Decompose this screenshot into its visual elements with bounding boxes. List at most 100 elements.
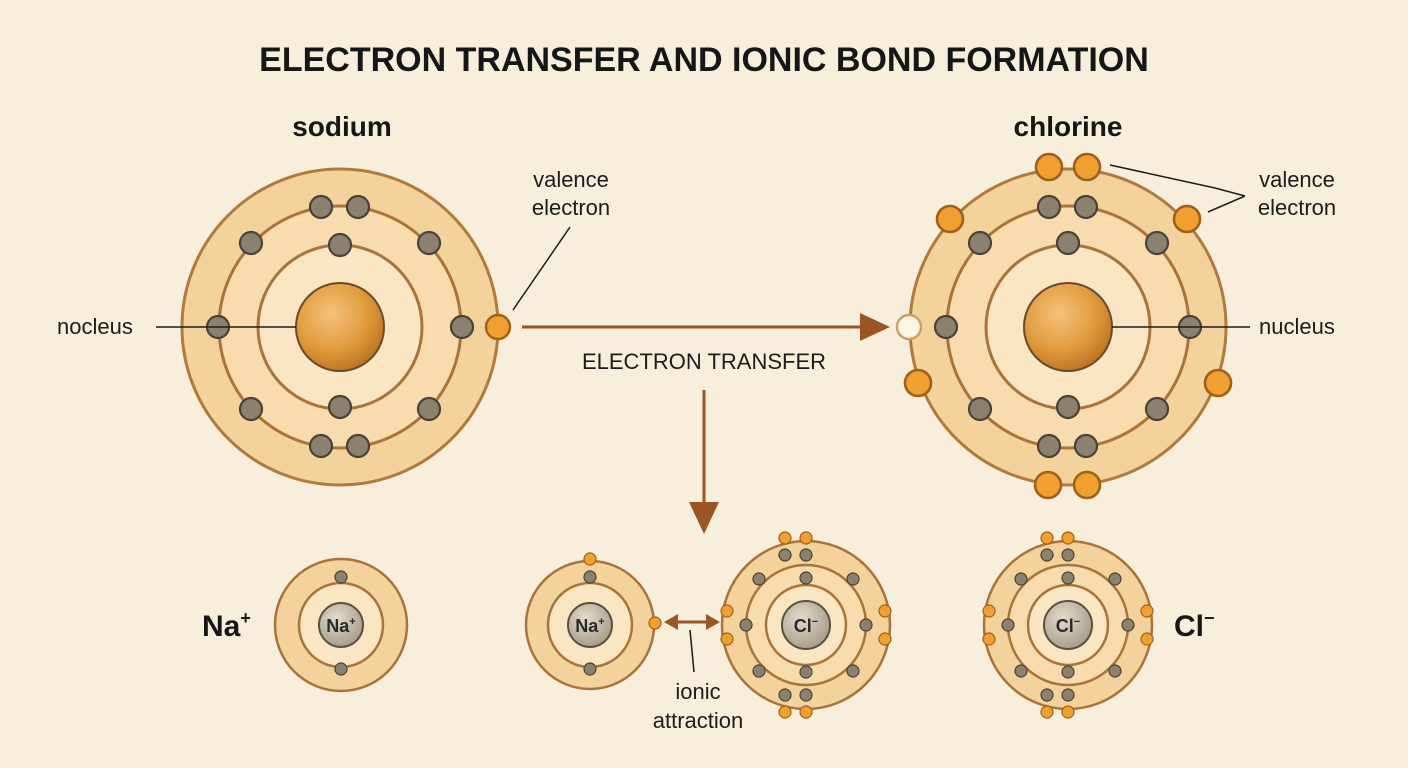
inner-electron bbox=[345, 433, 371, 459]
ion-electron bbox=[752, 664, 766, 678]
ion-nucleus bbox=[1043, 600, 1093, 650]
inner-electron bbox=[327, 232, 353, 258]
inner-electron bbox=[967, 396, 993, 422]
inner-electron bbox=[327, 394, 353, 420]
ion-electron bbox=[583, 662, 597, 676]
ion-valence-electron bbox=[778, 531, 792, 545]
chlorine-nucleus-label: nucleus bbox=[1259, 314, 1335, 339]
ion-valence-electron bbox=[878, 604, 892, 618]
cl-ion-paired: Cl− bbox=[720, 531, 892, 719]
inner-electron bbox=[1036, 433, 1062, 459]
chlorine-atom bbox=[895, 152, 1233, 500]
na-ion-standalone: Na+ bbox=[273, 557, 409, 693]
sodium-nucleus-label: nocleus bbox=[57, 314, 133, 339]
ion-valence-electron bbox=[778, 705, 792, 719]
ion-valence-electron bbox=[1061, 531, 1075, 545]
sodium-atom bbox=[180, 167, 512, 487]
inner-electron bbox=[1036, 194, 1062, 220]
valence-electron bbox=[1034, 152, 1064, 182]
ion-electron bbox=[752, 572, 766, 586]
diagram-title: ELECTRON TRANSFER AND IONIC BOND FORMATI… bbox=[259, 41, 1149, 79]
chlorine-valence-label-1: valence bbox=[1259, 167, 1335, 192]
ion-electron bbox=[1040, 688, 1054, 702]
sodium-valence-label-2: electron bbox=[532, 195, 610, 220]
ion-electron bbox=[799, 665, 813, 679]
ion-electron bbox=[799, 548, 813, 562]
ion-electron bbox=[1061, 571, 1075, 585]
ion-electron bbox=[799, 688, 813, 702]
inner-electron bbox=[967, 230, 993, 256]
ion-nucleus-symbol: Na+ bbox=[326, 616, 355, 636]
ion-valence-electron bbox=[583, 552, 597, 566]
inner-electron bbox=[1073, 194, 1099, 220]
inner-electron bbox=[238, 230, 264, 256]
ion-electron bbox=[778, 548, 792, 562]
chlorine-valence-label-2: electron bbox=[1258, 195, 1336, 220]
down-arrow bbox=[689, 390, 719, 534]
inner-electron bbox=[449, 314, 475, 340]
sodium-valence-label-1: valence bbox=[533, 167, 609, 192]
ion-valence-electron bbox=[720, 632, 734, 646]
valence-electron bbox=[1172, 204, 1202, 234]
ion-electron bbox=[1121, 618, 1135, 632]
ion-valence-electron bbox=[1040, 531, 1054, 545]
electron-transfer-label: ELECTRON TRANSFER bbox=[582, 349, 826, 374]
sodium-nucleus bbox=[295, 282, 385, 372]
sodium-valence-pointer bbox=[512, 226, 571, 311]
ion-valence-electron bbox=[1140, 604, 1154, 618]
inner-electron bbox=[308, 433, 334, 459]
cl-ion-standalone: Cl− bbox=[982, 531, 1154, 719]
valence-electron bbox=[1072, 152, 1102, 182]
ionic-label-1: ionic bbox=[675, 679, 720, 704]
ion-electron bbox=[334, 570, 348, 584]
ion-electron bbox=[1061, 665, 1075, 679]
inner-electron bbox=[416, 396, 442, 422]
valence-electron bbox=[484, 313, 512, 341]
ion-electron bbox=[1061, 548, 1075, 562]
ion-nucleus-symbol: Na+ bbox=[575, 616, 604, 636]
ion-valence-electron bbox=[1040, 705, 1054, 719]
ion-valence-electron bbox=[799, 705, 813, 719]
ion-valence-electron bbox=[1061, 705, 1075, 719]
ion-nucleus bbox=[318, 602, 364, 648]
na-ion-paired: Na+ bbox=[524, 552, 662, 691]
ion-nucleus-symbol: Cl− bbox=[1056, 616, 1080, 636]
ion-nucleus bbox=[781, 600, 831, 650]
valence-electron bbox=[903, 368, 933, 398]
ion-electron bbox=[846, 664, 860, 678]
inner-electron bbox=[238, 396, 264, 422]
inner-electron bbox=[416, 230, 442, 256]
chlorine-label: chlorine bbox=[1014, 111, 1123, 142]
ion-electron bbox=[1014, 664, 1028, 678]
ion-electron bbox=[1108, 572, 1122, 586]
ion-valence-electron bbox=[720, 604, 734, 618]
ion-electron bbox=[859, 618, 873, 632]
ion-valence-electron bbox=[799, 531, 813, 545]
received-electron-slot bbox=[895, 313, 923, 341]
ionic-label-2: attraction bbox=[653, 708, 744, 733]
ion-nucleus bbox=[567, 602, 613, 648]
chlorine-nucleus bbox=[1023, 282, 1113, 372]
ion-electron bbox=[1061, 688, 1075, 702]
ion-nucleus-symbol: Cl− bbox=[794, 616, 818, 636]
valence-electron bbox=[1072, 470, 1102, 500]
ionic-attraction-arrow bbox=[664, 614, 720, 673]
chlorine-valence-pointer bbox=[1109, 164, 1246, 197]
ion-electron bbox=[778, 688, 792, 702]
inner-electron bbox=[308, 194, 334, 220]
valence-electron bbox=[1203, 368, 1233, 398]
na-ion-label: Na+ bbox=[202, 608, 251, 643]
ion-valence-electron bbox=[648, 616, 662, 630]
inner-electron bbox=[1144, 396, 1170, 422]
ion-valence-electron bbox=[982, 604, 996, 618]
electron-transfer-arrow bbox=[522, 313, 890, 341]
ion-electron bbox=[1001, 618, 1015, 632]
inner-electron bbox=[1055, 230, 1081, 256]
ion-electron bbox=[1108, 664, 1122, 678]
sodium-label: sodium bbox=[292, 111, 392, 142]
ion-valence-electron bbox=[878, 632, 892, 646]
ion-electron bbox=[334, 662, 348, 676]
ion-electron bbox=[1014, 572, 1028, 586]
ion-electron bbox=[1040, 548, 1054, 562]
inner-electron bbox=[933, 314, 959, 340]
